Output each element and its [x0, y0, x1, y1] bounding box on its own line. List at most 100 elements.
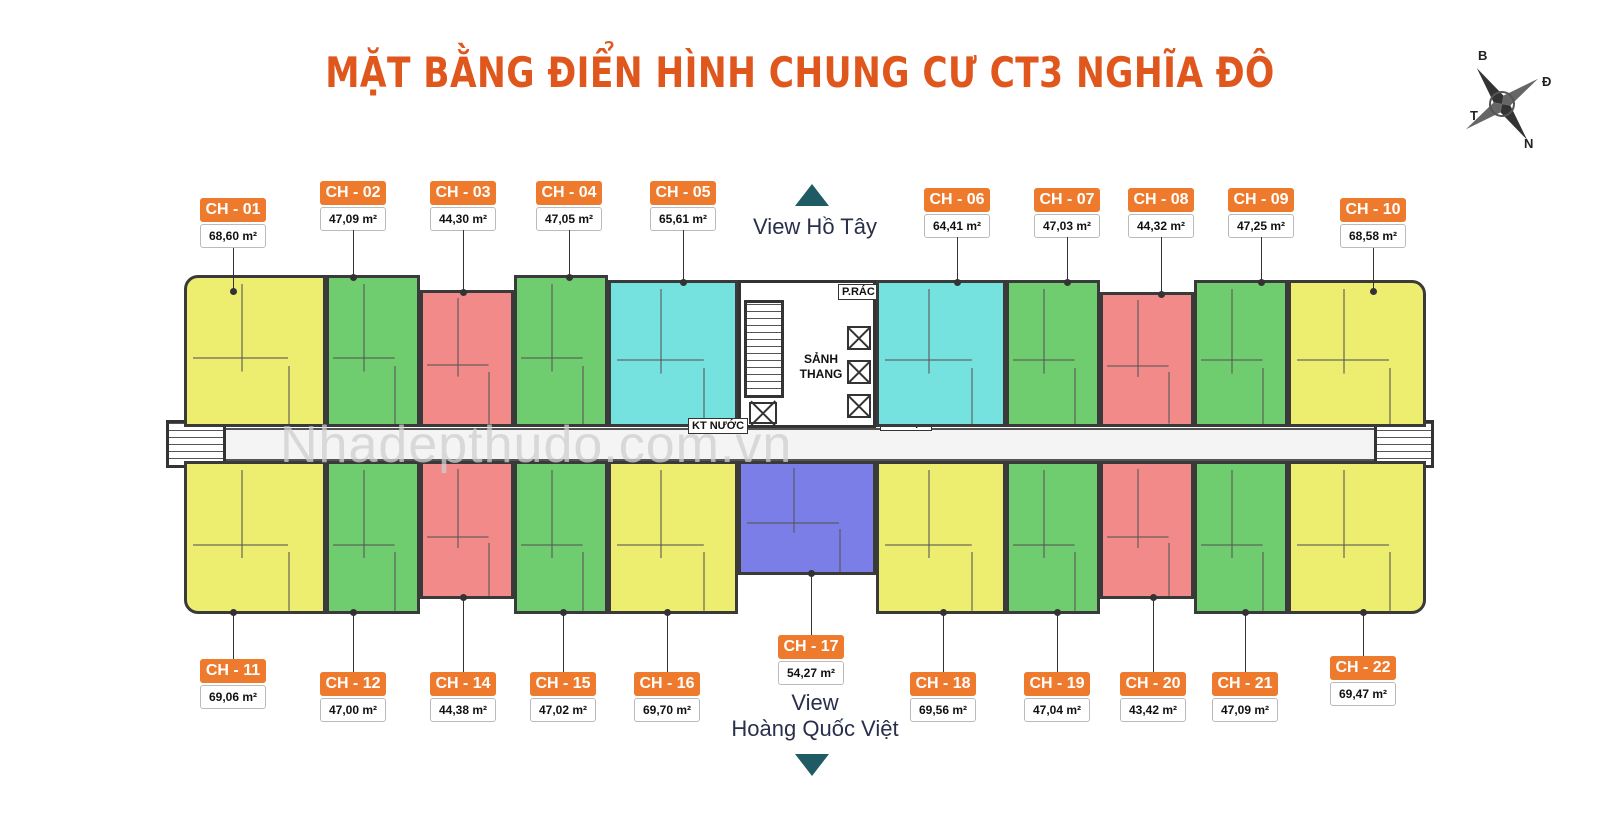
page-title: MẶT BẰNG ĐIỂN HÌNH CHUNG CƯ CT3 NGHĨA ĐÔ: [325, 48, 1275, 97]
compass-icon: [1465, 67, 1539, 141]
unit-area: 44,38 m²: [430, 698, 496, 722]
unit-code: CH - 04: [536, 181, 602, 205]
elevator-3: [847, 394, 871, 418]
leader-line: [230, 609, 237, 659]
lobby-label-2: THANG: [799, 367, 843, 381]
view-top-label: View Hồ Tây: [753, 214, 877, 239]
unit-area: 47,02 m²: [530, 698, 596, 722]
unit-area: 47,09 m²: [1212, 698, 1278, 722]
core-stair: [744, 300, 784, 398]
leader-line: [1054, 609, 1061, 672]
leader-line: [664, 609, 671, 672]
unit-area: 43,42 m²: [1120, 698, 1186, 722]
lobby-label: SẢNH THANG: [798, 352, 844, 382]
elevator-4: [749, 402, 777, 424]
unit-code: CH - 21: [1212, 672, 1278, 696]
leader-line: [350, 230, 357, 281]
unit-ch-16[interactable]: [608, 461, 738, 614]
leader-line: [1158, 237, 1165, 298]
unit-area: 47,09 m²: [320, 207, 386, 231]
unit-area: 47,00 m²: [320, 698, 386, 722]
unit-ch-03[interactable]: [420, 290, 514, 427]
unit-code: CH - 19: [1024, 672, 1090, 696]
unit-code: CH - 07: [1034, 188, 1100, 212]
unit-ch-09[interactable]: [1194, 280, 1288, 427]
unit-code: CH - 01: [200, 198, 266, 222]
unit-ch-14[interactable]: [420, 461, 514, 599]
unit-code: CH - 06: [924, 188, 990, 212]
unit-code: CH - 11: [200, 659, 266, 683]
view-bottom-label-2: Hoàng Quốc Việt: [731, 716, 899, 741]
view-down-arrow-icon: [795, 754, 829, 776]
leader-line: [808, 570, 815, 635]
lobby-label-1: SẢNH: [803, 352, 838, 366]
rac-label: P.RÁC: [838, 284, 879, 300]
unit-ch-18[interactable]: [876, 461, 1006, 614]
unit-code: CH - 12: [320, 672, 386, 696]
view-bottom-label-1: View: [791, 690, 839, 715]
leader-line: [1064, 237, 1071, 286]
unit-area: 69,06 m²: [200, 685, 266, 709]
unit-ch-19[interactable]: [1006, 461, 1100, 614]
unit-ch-10[interactable]: [1288, 280, 1426, 427]
unit-ch-05[interactable]: [608, 280, 738, 427]
unit-ch-21[interactable]: [1194, 461, 1288, 614]
unit-area: 68,58 m²: [1340, 224, 1406, 248]
unit-ch-22[interactable]: [1288, 461, 1426, 614]
unit-code: CH - 05: [650, 181, 716, 205]
compass-rose: B Đ T N: [1446, 48, 1558, 160]
elevator-2: [847, 360, 871, 384]
leader-line: [1242, 609, 1249, 672]
unit-area: 64,41 m²: [924, 214, 990, 238]
unit-ch-04[interactable]: [514, 275, 608, 427]
leader-line: [230, 248, 237, 295]
unit-area: 69,47 m²: [1330, 682, 1396, 706]
unit-area: 68,60 m²: [200, 224, 266, 248]
leader-line: [566, 230, 573, 281]
unit-code: CH - 22: [1330, 656, 1396, 680]
unit-ch-06[interactable]: [876, 280, 1006, 427]
unit-code: CH - 18: [910, 672, 976, 696]
unit-code: CH - 20: [1120, 672, 1186, 696]
unit-ch-07[interactable]: [1006, 280, 1100, 427]
unit-ch-01[interactable]: [184, 275, 326, 427]
unit-ch-20[interactable]: [1100, 461, 1194, 599]
unit-code: CH - 03: [430, 181, 496, 205]
leader-line: [1370, 248, 1377, 295]
unit-ch-12[interactable]: [326, 461, 420, 614]
unit-ch-17[interactable]: [738, 461, 876, 575]
unit-area: 65,61 m²: [650, 207, 716, 231]
unit-area: 44,30 m²: [430, 207, 496, 231]
leader-line: [460, 230, 467, 296]
unit-code: CH - 14: [430, 672, 496, 696]
unit-ch-02[interactable]: [326, 275, 420, 427]
unit-ch-11[interactable]: [184, 461, 326, 614]
elevator-1: [847, 326, 871, 350]
unit-code: CH - 02: [320, 181, 386, 205]
unit-code: CH - 08: [1128, 188, 1194, 212]
unit-ch-15[interactable]: [514, 461, 608, 614]
unit-ch-08[interactable]: [1100, 292, 1194, 427]
leader-line: [954, 237, 961, 286]
